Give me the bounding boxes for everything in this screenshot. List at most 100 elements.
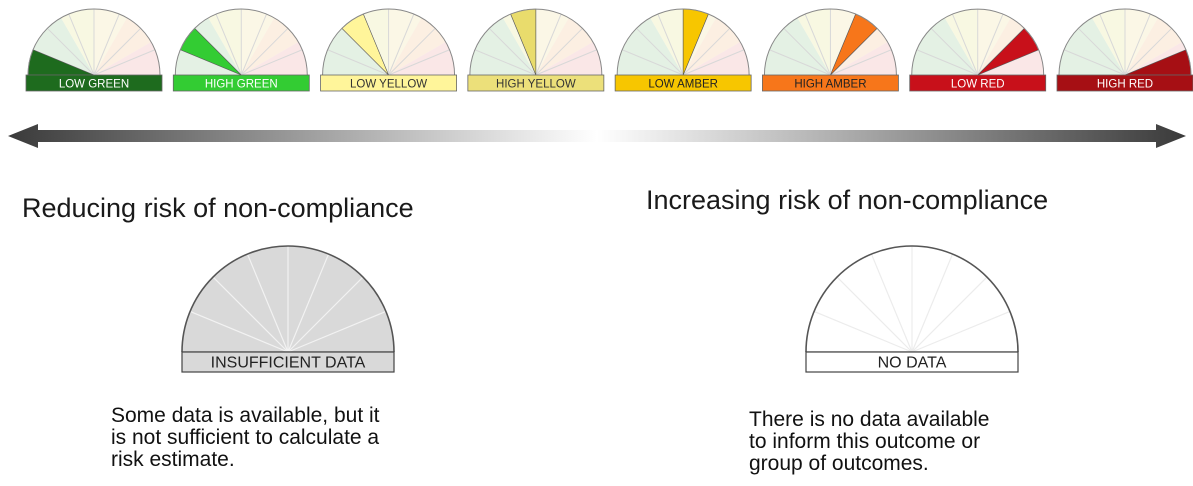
gauge-label-text: NO DATA [878,355,947,372]
gauge-spoke [769,49,831,76]
gauge-zone [61,9,94,75]
gauge-spoke [682,49,745,76]
gauge-spoke [870,253,913,353]
gauge-spoke [388,49,450,76]
risk-gauge-high-red: HIGH RED [1056,8,1193,92]
gauge-spoke [474,49,537,76]
gauge-spoke [911,310,1011,353]
gauge-spoke [1099,13,1126,76]
risk-gauge-high-yellow: HIGH YELLOW [467,8,605,92]
risk-scale-arrow [8,124,1186,148]
gauge-zone [650,9,684,75]
gauge-zone [830,42,897,75]
gauge-spoke [804,13,831,76]
gauge-spoke [977,13,1004,76]
insufficient-data-gauge: INSUFFICIENT DATA [181,245,395,373]
gauge-zone [535,42,602,75]
double-arrow-icon [8,124,1186,148]
gauge-label-text: LOW YELLOW [350,79,427,91]
no-data-gauge: NO DATA [805,245,1019,373]
gauge-spoke [836,276,913,353]
gauge-spoke [911,276,988,353]
gauge-spoke [327,49,389,76]
gauge-zone [944,9,978,75]
gauge-label-bar [805,351,1019,373]
gauge-zone [322,17,389,75]
gauge-outline [322,8,456,76]
gauge-outline [27,8,161,76]
risk-gauge-low-yellow: LOW YELLOW [320,8,457,92]
gauge-outline [1058,8,1192,76]
gauge-label-text: LOW GREEN [59,79,129,91]
gauge-label-text: INSUFFICIENT DATA [211,355,366,372]
gauge-spoke [911,253,954,353]
gauge-spoke [535,13,562,76]
gauge-outline [469,8,603,76]
risk-gauge-low-red: LOW RED [909,9,1047,92]
risk-gauges-row: LOW GREEN HIGH GREEN LOW YELLOW HIGH YELLOW… [25,8,1193,92]
gauge-spoke [1063,49,1126,76]
reducing-risk-heading: Reducing risk of non-compliance [22,193,414,223]
gauge-label-text: LOW AMBER [648,79,718,91]
gauge-zone [683,42,750,75]
gauge-spoke [93,13,120,76]
gauge-zone [1092,9,1125,75]
gauge-spoke [682,27,731,76]
gauge-zone [1059,17,1125,75]
gauge-spoke [212,276,289,353]
increasing-risk-heading: Increasing risk of non-compliance [646,185,1049,215]
gauge-label-bar [467,74,605,92]
gauge-zone [535,9,569,75]
gauge-outline [174,8,308,76]
gauge-spoke [46,27,95,76]
gauge-spoke [287,253,330,353]
risk-gauge-high-green: HIGH GREEN [172,8,310,92]
gauge-label-text: LOW RED [951,79,1005,91]
gauge-label-bar [320,74,457,92]
gauge-spoke [93,27,142,76]
gauge-zone [1125,9,1158,75]
gauge-outline [763,8,897,76]
gauge-spoke [916,49,978,76]
gauge-label-text: HIGH AMBER [794,79,866,91]
gauge-outline [616,8,750,76]
insufficient-data-description: Some data is available, but it is not su… [111,404,380,471]
risk-gauge-low-amber: LOW AMBER [614,8,752,92]
gauge-spoke [951,13,979,76]
gauge-spoke [813,310,913,353]
gauge-spoke [241,49,303,76]
gauge-outline [805,245,1019,353]
no-data-description: There is no data available to inform thi… [749,408,990,475]
gauge-spoke [240,27,289,76]
gauge-label-text: HIGH YELLOW [496,79,576,91]
gauge-spoke [930,27,979,76]
gauge-spoke [93,49,156,76]
gauge-label-bar [1056,74,1193,92]
gauge-label-bar [614,74,752,92]
gauge-spoke [246,253,289,353]
gauge-spoke [621,49,684,76]
gauge-spoke [215,13,242,76]
gauge-label-bar [172,74,310,92]
gauge-spoke [1124,13,1151,76]
gauge-spoke [287,276,364,353]
gauge-zone [797,9,831,75]
gauge-label-text: HIGH GREEN [205,79,278,91]
gauge-spoke [189,310,289,353]
gauge-spoke [240,13,268,76]
gauge-zone [94,8,127,75]
gauge-zone [241,42,308,75]
gauge-spoke [1124,27,1173,76]
gauge-spoke [287,310,387,353]
gauge-spoke [388,13,415,76]
gauge-spoke [657,13,684,76]
gauge-zone [388,42,455,75]
gauge-spoke [535,27,583,76]
gauge-spoke [830,49,892,76]
gauge-zone [388,9,422,75]
gauge-spoke [68,13,95,76]
gauge-zone [764,17,831,75]
risk-gauge-low-green: LOW GREEN [25,8,163,92]
gauge-spoke [388,27,436,76]
gauge-spoke [636,27,684,76]
